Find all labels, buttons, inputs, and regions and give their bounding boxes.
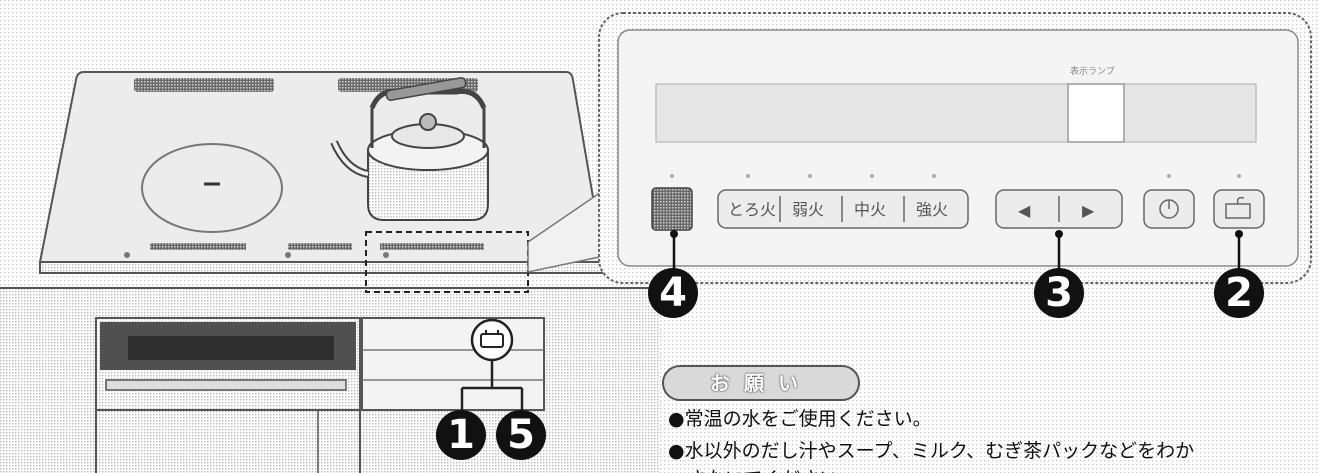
- heat-button-3[interactable]: 中火: [854, 200, 886, 219]
- power-button[interactable]: [651, 187, 693, 231]
- grill-drawer: [95, 317, 361, 473]
- notice-title-badge: お願い: [662, 365, 860, 401]
- kettle-button[interactable]: [1213, 189, 1265, 229]
- switch-highlight-circle: [470, 318, 514, 362]
- heat-button-2[interactable]: 弱火: [792, 200, 824, 219]
- kettle: [330, 77, 489, 221]
- marker-3: 3: [1034, 268, 1084, 318]
- marker-4: 4: [648, 268, 698, 318]
- display-label: 表示ランプ: [1070, 65, 1115, 77]
- notice-item-1: ●常温の水をご使用ください。: [668, 408, 932, 430]
- burner-left: [141, 143, 283, 233]
- front-switch-panel: [361, 317, 545, 411]
- marker-5: 5: [496, 410, 546, 460]
- heat-button-1[interactable]: とろ火: [728, 200, 776, 219]
- heat-button-4[interactable]: 強火: [916, 200, 948, 219]
- kettle-icon: [1225, 196, 1251, 219]
- notice-item-2: ●水以外のだし汁やスープ、ミルク、むぎ茶パックなどをわか: [668, 440, 1195, 462]
- notice-item-3: さないでください。: [668, 464, 857, 473]
- marker-1: 1: [436, 410, 486, 460]
- arrow-right-button[interactable]: ▶: [1082, 201, 1095, 220]
- cooktop: [38, 71, 606, 293]
- marker-2: 2: [1214, 268, 1264, 318]
- zoomed-control-panel: 表示ランプ とろ火 弱火 中火 強火 ◀ ▶: [598, 12, 1312, 284]
- arrow-left-button[interactable]: ◀: [1018, 201, 1031, 220]
- display-window: [1067, 83, 1125, 143]
